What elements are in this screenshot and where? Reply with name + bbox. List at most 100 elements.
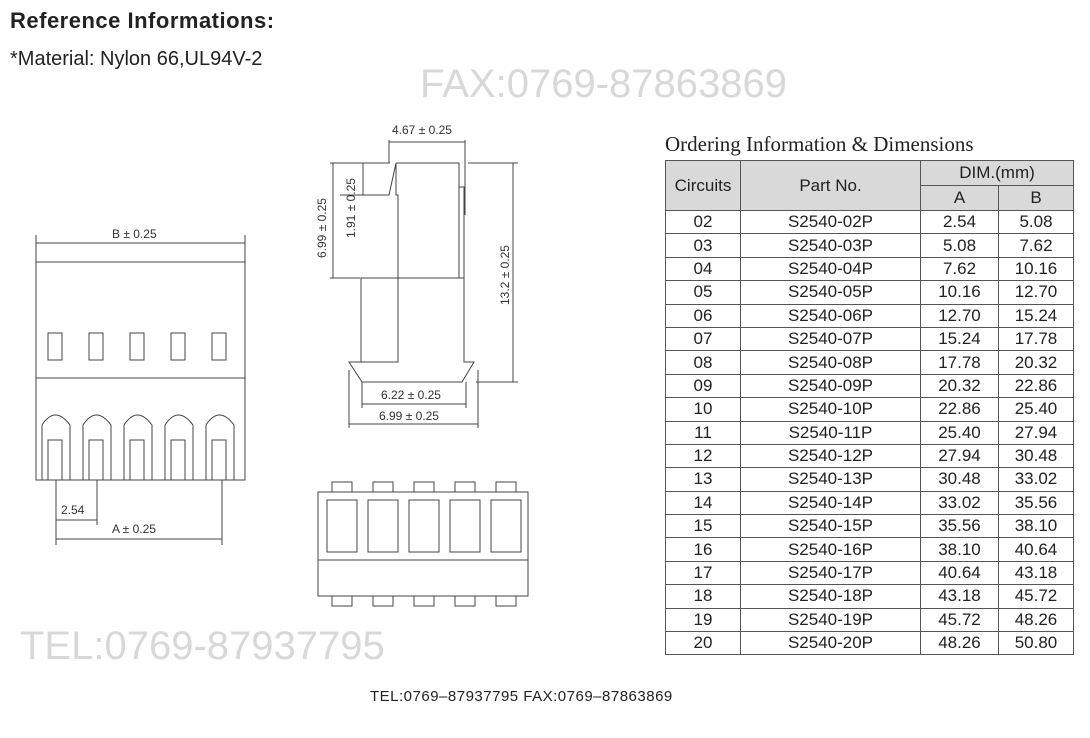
cell-dim-b: 20.32 — [998, 350, 1074, 375]
cell-dim-a: 40.64 — [920, 560, 999, 586]
cell-part-no: S2540-15P — [740, 514, 921, 539]
contact-terminal — [41, 414, 71, 480]
cell-part-no: S2540-04P — [740, 256, 921, 282]
cell-dim-b: 15.24 — [998, 303, 1074, 328]
latch-tab — [454, 481, 476, 493]
cell-circuits: 15 — [665, 514, 741, 539]
watermark-fax: FAX:0769-87863869 — [420, 62, 787, 106]
contact-terminal — [123, 414, 153, 480]
cell-dim-b: 48.26 — [998, 607, 1074, 633]
cell-dim-b: 25.40 — [998, 397, 1074, 422]
cell-dim-a: 38.10 — [920, 537, 999, 562]
contact-window — [129, 332, 145, 361]
header-b: B — [998, 185, 1074, 211]
contact-terminal — [205, 414, 235, 480]
bottom-tab — [495, 595, 517, 607]
contact-terminal — [82, 414, 112, 480]
dim-a-label: A ± 0.25 — [112, 522, 156, 536]
cell-dim-b: 12.70 — [998, 280, 1074, 305]
cell-circuits: 16 — [665, 537, 741, 562]
cell-dim-a: 2.54 — [920, 209, 999, 235]
cell-dim-b: 22.86 — [998, 373, 1074, 399]
latch-tab — [331, 481, 353, 493]
cavity — [408, 499, 440, 553]
cell-dim-a: 7.62 — [920, 256, 999, 282]
cell-part-no: S2540-20P — [740, 631, 921, 656]
cavity — [449, 499, 481, 553]
cell-dim-a: 15.24 — [920, 326, 999, 352]
cell-dim-a: 27.94 — [920, 443, 999, 469]
watermark-tel: TEL:0769-87937795 — [20, 624, 385, 668]
bottom-view — [317, 481, 529, 607]
cell-circuits: 11 — [665, 420, 741, 445]
cell-dim-b: 33.02 — [998, 467, 1074, 492]
contact-window — [47, 332, 63, 361]
cell-part-no: S2540-17P — [740, 560, 921, 586]
dim-pitch-label: 2.54 — [61, 503, 85, 517]
cell-dim-a: 12.70 — [920, 303, 999, 328]
latch-tab — [372, 481, 394, 493]
dim-622-label: 6.22 ± 0.25 — [381, 388, 441, 402]
cavity — [367, 499, 399, 553]
cell-part-no: S2540-16P — [740, 537, 921, 562]
bottom-tab — [454, 595, 476, 607]
cell-dim-a: 5.08 — [920, 233, 999, 258]
cell-part-no: S2540-09P — [740, 373, 921, 399]
footer-contact: TEL:0769–87937795 FAX:0769–87863869 — [370, 688, 673, 705]
contact-window — [88, 332, 104, 361]
cell-part-no: S2540-14P — [740, 490, 921, 516]
cell-dim-b: 17.78 — [998, 326, 1074, 352]
latch-tab — [495, 481, 517, 493]
header-dim: DIM.(mm) — [920, 160, 1074, 186]
cell-dim-b: 7.62 — [998, 233, 1074, 258]
contact-window — [211, 332, 227, 361]
dim-699-bottom-label: 6.99 ± 0.25 — [379, 409, 439, 423]
cell-circuits: 05 — [665, 280, 741, 305]
cell-dim-b: 5.08 — [998, 209, 1074, 235]
cell-dim-a: 20.32 — [920, 373, 999, 399]
cell-part-no: S2540-18P — [740, 584, 921, 609]
cell-circuits: 14 — [665, 490, 741, 516]
material-note: *Material: Nylon 66,UL94V-2 — [10, 48, 263, 70]
header-circuits: Circuits — [665, 160, 741, 211]
technical-drawing: B ± 0.25 2.54 A ± 0.25 4.67 ± 0.25 6.99 … — [35, 123, 529, 607]
cell-circuits: 04 — [665, 256, 741, 282]
cell-dim-b: 10.16 — [998, 256, 1074, 282]
cell-dim-a: 45.72 — [920, 607, 999, 633]
table-title: Ordering Information & Dimensions — [665, 132, 974, 156]
cell-circuits: 19 — [665, 607, 741, 633]
cell-part-no: S2540-02P — [740, 209, 921, 235]
cell-circuits: 08 — [665, 350, 741, 375]
latch-tab — [413, 481, 435, 493]
cell-circuits: 06 — [665, 303, 741, 328]
cell-dim-a: 33.02 — [920, 490, 999, 516]
cell-dim-b: 38.10 — [998, 514, 1074, 539]
cell-circuits: 07 — [665, 326, 741, 352]
bottom-tab — [413, 595, 435, 607]
header-a: A — [920, 185, 999, 211]
cell-part-no: S2540-05P — [740, 280, 921, 305]
cell-dim-a: 25.40 — [920, 420, 999, 445]
bottom-tab — [331, 595, 353, 607]
cell-part-no: S2540-07P — [740, 326, 921, 352]
cell-dim-a: 30.48 — [920, 467, 999, 492]
cavity — [490, 499, 522, 553]
cell-dim-a: 35.56 — [920, 514, 999, 539]
page-title: Reference Informations: — [10, 8, 275, 33]
cell-dim-a: 48.26 — [920, 631, 999, 656]
cell-part-no: S2540-03P — [740, 233, 921, 258]
contact-window — [170, 332, 186, 361]
cell-dim-a: 10.16 — [920, 280, 999, 305]
